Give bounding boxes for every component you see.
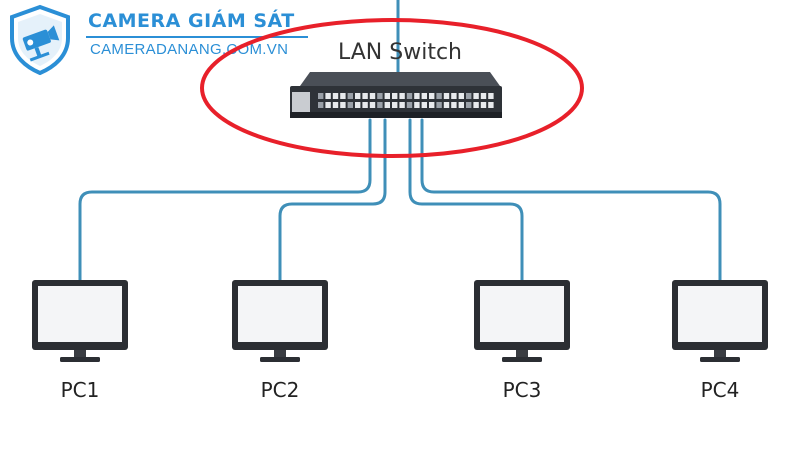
switch-port: [377, 93, 383, 99]
switch-port: [443, 93, 450, 99]
cable-pc4: [420, 118, 722, 286]
switch-port: [473, 93, 479, 99]
pc-label-2: PC2: [260, 378, 300, 402]
switch-port: [355, 93, 361, 99]
switch-port: [384, 93, 390, 99]
pc-label-4: PC4: [700, 378, 740, 402]
switch-port: [480, 93, 487, 99]
switch-label: LAN Switch: [338, 40, 462, 65]
switch-port: [318, 102, 324, 108]
monitor-icon: [232, 280, 328, 362]
switch-port: [406, 102, 413, 108]
switch-port: [332, 93, 339, 99]
monitor-icon: [672, 280, 768, 362]
switch-port: [436, 93, 442, 99]
switch-port: [377, 102, 383, 108]
pc-nodes: [32, 280, 768, 362]
switch-port: [384, 102, 390, 108]
switch-port: [362, 102, 368, 108]
switch-port: [392, 102, 398, 108]
highlight-ring: [200, 18, 584, 158]
switch-port: [369, 102, 376, 108]
switch-port: [399, 93, 405, 99]
switch-port: [436, 102, 442, 108]
switch-port: [451, 93, 457, 99]
switch-port: [488, 93, 494, 99]
pc-label-3: PC3: [502, 378, 542, 402]
switch-port: [429, 102, 435, 108]
switch-port: [340, 102, 346, 108]
pc-label-1: PC1: [60, 378, 100, 402]
switch-port: [318, 93, 324, 99]
switch-port: [473, 102, 479, 108]
switch-port: [429, 93, 435, 99]
switch-port: [480, 102, 487, 108]
switch-port: [392, 93, 398, 99]
shield-camera-icon: [10, 4, 70, 76]
network-switch-icon: [290, 72, 502, 118]
switch-port: [421, 102, 427, 108]
brand-title: CAMERA GIÁM SÁT: [88, 10, 295, 32]
brand-header: CAMERA GIÁM SÁT CAMERADANANG.COM.VN: [0, 0, 320, 80]
brand-divider: [86, 36, 308, 38]
switch-port: [451, 102, 457, 108]
switch-port: [347, 93, 353, 99]
switch-port: [369, 93, 376, 99]
switch-port: [443, 102, 450, 108]
switch-ports: [318, 93, 494, 108]
switch-port: [466, 102, 472, 108]
cable-pc3: [408, 118, 524, 286]
switch-port: [325, 93, 331, 99]
switch-port: [488, 102, 494, 108]
monitor-icon: [474, 280, 570, 362]
switch-port: [414, 102, 420, 108]
switch-port: [406, 93, 413, 99]
switch-port: [325, 102, 331, 108]
switch-port: [340, 93, 346, 99]
cables: [78, 118, 722, 286]
switch-port: [458, 102, 464, 108]
switch-port: [399, 102, 405, 108]
switch-port: [414, 93, 420, 99]
switch-port: [362, 93, 368, 99]
cable-pc2: [278, 118, 387, 286]
switch-port: [458, 93, 464, 99]
switch-port: [466, 93, 472, 99]
switch-port: [332, 102, 339, 108]
brand-url: CAMERADANANG.COM.VN: [90, 41, 289, 58]
cable-pc1: [78, 118, 372, 286]
switch-port: [355, 102, 361, 108]
switch-port: [421, 93, 427, 99]
monitor-icon: [32, 280, 128, 362]
switch-port: [347, 102, 353, 108]
